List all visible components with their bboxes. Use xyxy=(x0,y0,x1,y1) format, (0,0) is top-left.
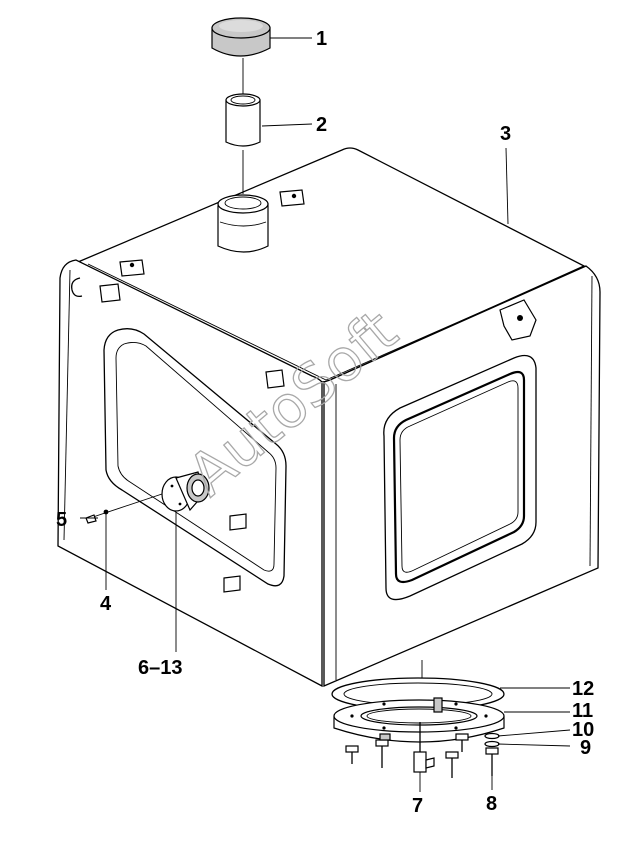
filler-neck xyxy=(217,194,269,253)
callout-5: 5 xyxy=(56,509,67,531)
callout-12: 12 xyxy=(572,678,594,700)
callout-1: 1 xyxy=(316,28,327,50)
callout-3: 3 xyxy=(500,123,511,145)
drain-plug-and-washer xyxy=(85,493,163,524)
callout-7: 7 xyxy=(412,795,423,817)
top-mounting-brackets xyxy=(99,189,537,593)
fuel-level-sender xyxy=(161,471,210,512)
right-inspection-window xyxy=(383,354,537,601)
filler-strainer xyxy=(225,93,261,147)
leader-lines xyxy=(80,37,571,792)
fuel-tank-body xyxy=(57,147,601,688)
corner-hook xyxy=(71,277,83,298)
callout-9: 9 xyxy=(580,737,591,759)
callout-8: 8 xyxy=(486,793,497,815)
callout-10: 10 xyxy=(572,719,594,741)
flange-bolts xyxy=(345,732,500,778)
callout-labels: 1 2 3 4 5 6–13 7 8 9 10 11 12 xyxy=(56,28,594,817)
pickup-tube xyxy=(413,722,435,773)
callout-6-13: 6–13 xyxy=(138,657,183,679)
mounting-flange xyxy=(333,697,505,743)
left-inspection-panel xyxy=(103,328,287,587)
filler-cap xyxy=(211,17,271,57)
callout-2: 2 xyxy=(316,114,327,136)
callout-11: 11 xyxy=(572,700,593,722)
callout-4: 4 xyxy=(100,593,112,615)
